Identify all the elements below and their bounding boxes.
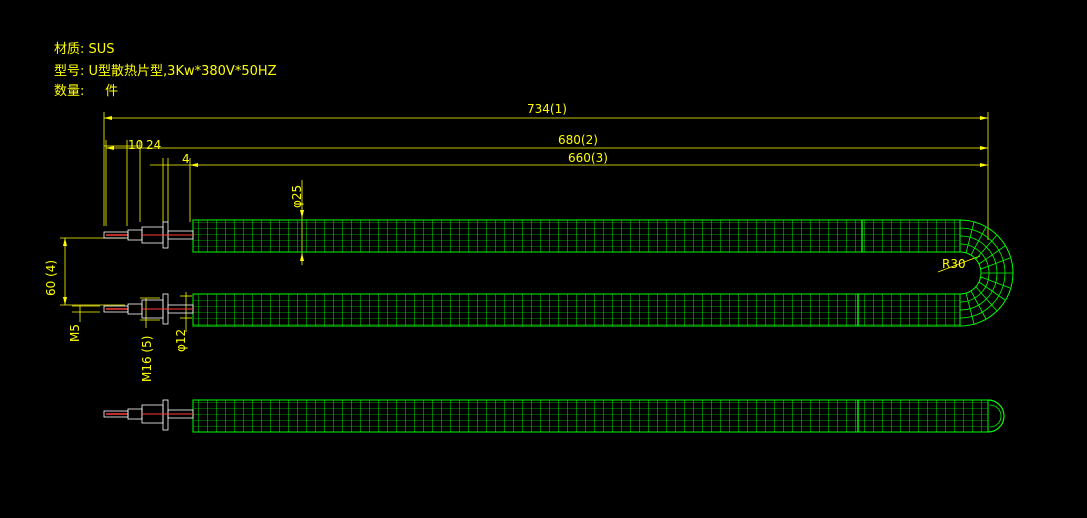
quantity-note: 数量: 件 xyxy=(54,84,118,100)
bend-radius-label: R30 xyxy=(942,257,966,271)
quantity-label: 数量: xyxy=(54,84,85,99)
length-3-label: 660(3) xyxy=(568,151,608,165)
screw-thread-label: M5 xyxy=(68,324,82,342)
tube-diameter-label: φ12 xyxy=(174,329,188,352)
u-bend xyxy=(959,219,1014,327)
length-2-label: 680(2) xyxy=(558,133,598,147)
dimension-text: 734(1) 680(2) 660(3) 10 24 4 φ25 R30 60 … xyxy=(44,102,966,382)
overall-length-label: 734(1) xyxy=(527,102,567,116)
nut-length-label: 24 xyxy=(146,138,161,152)
fitting-thread-label: M16 (5) xyxy=(140,336,154,382)
bend-radius-leader xyxy=(937,255,981,273)
pitch-label: 60 (4) xyxy=(44,260,58,296)
stub-length-label: 10 xyxy=(128,138,143,152)
upper-fin-tube xyxy=(192,219,961,253)
fin-diameter-label: φ25 xyxy=(290,185,304,208)
quantity-value: 件 xyxy=(105,84,119,99)
lower-fin-tube xyxy=(192,293,961,327)
model-label: 型号: xyxy=(54,64,85,79)
model-note: 型号: U型散热片型,3Kw*380V*50HZ xyxy=(54,64,277,80)
lower-terminal-assembly xyxy=(103,293,194,325)
top-view-fin-tube xyxy=(192,399,989,433)
model-value: U型散热片型,3Kw*380V*50HZ xyxy=(88,64,277,79)
flange-gap-label: 4 xyxy=(182,152,190,166)
material-value: SUS xyxy=(88,42,115,57)
u-heater-front-view xyxy=(103,219,1014,327)
upper-terminal-assembly xyxy=(103,221,194,249)
arrowheads xyxy=(63,116,988,305)
material-note: 材质: SUS xyxy=(54,42,115,58)
dimension-layer xyxy=(60,112,989,332)
heater-top-view xyxy=(103,399,1005,433)
material-label: 材质: xyxy=(54,42,85,57)
